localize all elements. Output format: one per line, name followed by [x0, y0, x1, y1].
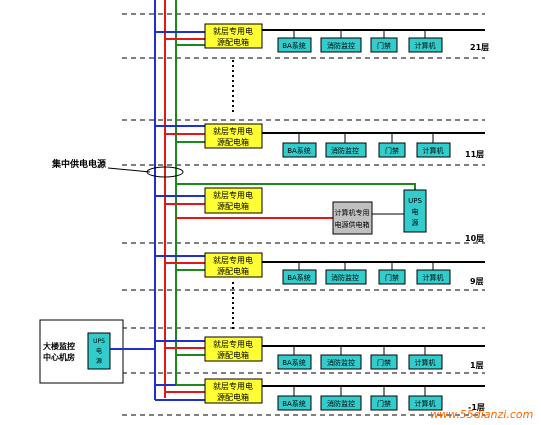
floor-box-label-1: 就层专用电 [213, 26, 253, 36]
ups-label-3: 源 [412, 218, 419, 227]
device-computer-label: 计算机 [415, 399, 436, 408]
floor-label: 10层 [465, 234, 484, 243]
device-ba [277, 395, 312, 411]
computer-box-label-1: 计算机专用 [335, 208, 370, 217]
device-fire [320, 354, 362, 370]
svg-text:源: 源 [96, 357, 102, 365]
floor-box-label-2: 源配电箱 [217, 350, 249, 360]
device-ba [277, 354, 312, 370]
device-ba [277, 37, 312, 53]
device-ba-label: BA系统 [282, 41, 306, 50]
svg-text:电: 电 [96, 347, 102, 355]
control-room-label-1: 大楼监控 [43, 341, 75, 351]
device-fire-label: 消防监控 [327, 41, 355, 50]
device-access [378, 142, 406, 158]
device-access-label: 门禁 [377, 358, 391, 367]
device-fire [325, 269, 367, 285]
device-access-label: 门禁 [377, 41, 391, 50]
floor-box-label-2: 源配电箱 [217, 37, 249, 47]
ups-box-control [87, 332, 111, 370]
floor-separators [122, 13, 485, 416]
floor-box-label-1: 就层专用电 [213, 190, 253, 200]
device-access [370, 395, 398, 411]
watermark: www.55dianzi.com [430, 408, 533, 421]
device-access-label: 门禁 [377, 399, 391, 408]
floor-box-label-2: 源配电箱 [217, 392, 249, 402]
device-fire [320, 37, 362, 53]
device-computer-label: 计算机 [423, 146, 444, 155]
device-ba [282, 269, 317, 285]
device-ba-label: BA系统 [287, 273, 311, 282]
device-ba-label: BA系统 [282, 358, 306, 367]
device-fire-label: 消防监控 [327, 399, 355, 408]
floor-box [204, 336, 263, 362]
floor-box-label-2: 源配电箱 [217, 266, 249, 276]
device-access [370, 37, 398, 53]
floor-10: 就层专用电 源配电箱 计算机专用 电源供电箱 UPS 电 源 10层 [155, 183, 484, 243]
device-computer-label: 计算机 [415, 41, 436, 50]
control-room-label-2: 中心机房 [43, 352, 75, 362]
floor-label: 1层 [470, 361, 484, 370]
device-computer [408, 37, 443, 53]
device-fire [320, 395, 362, 411]
svg-text:UPS: UPS [93, 338, 105, 345]
floor-box-label-2: 源配电箱 [217, 201, 249, 211]
device-fire-label: 消防监控 [327, 358, 355, 367]
device-ba-label: BA系统 [282, 399, 306, 408]
floor-box-label-2: 源配电箱 [217, 137, 249, 147]
floor-label: -1层 [468, 403, 485, 412]
floor-21: 就层专用电 源配电箱 BA系统 消防监控 门禁 计算机 21层 [155, 23, 489, 53]
device-fire-label: 消防监控 [331, 273, 359, 282]
floor-box [204, 123, 263, 149]
device-computer-label: 计算机 [415, 358, 436, 367]
ups-label-2: 电 [412, 207, 419, 216]
floor-box [204, 252, 263, 278]
floor-1: 就层专用电 源配电箱 BA系统 消防监控 门禁 计算机 1层 [155, 336, 485, 370]
device-fire [325, 142, 367, 158]
floor-label: 11层 [465, 150, 484, 159]
device-access-label: 门禁 [385, 273, 399, 282]
bus-label: 集中供电电源 [51, 158, 106, 170]
device-fire-label: 消防监控 [331, 146, 359, 155]
floor-box-label-1: 就层专用电 [213, 126, 253, 136]
floor-box [204, 23, 263, 49]
floor-box-label-1: 就层专用电 [213, 339, 253, 349]
device-computer [408, 354, 443, 370]
floor-11: 就层专用电 源配电箱 BA系统 消防监控 门禁 计算机 11层 [155, 123, 485, 159]
bus-pointer [107, 167, 151, 173]
floor-box [204, 187, 263, 214]
floor-label: 9层 [470, 277, 484, 286]
ups-label-1: UPS [408, 197, 422, 205]
floor-minus-1: 就层专用电 源配电箱 BA系统 消防监控 门禁 计算机 -1层 [155, 378, 485, 412]
ups-box [403, 189, 427, 233]
computer-power-box [332, 201, 373, 235]
floor-9: 就层专用电 源配电箱 BA系统 消防监控 门禁 计算机 9层 [155, 252, 485, 286]
control-room: 大楼监控 中心机房 UPS 电 源 [39, 319, 155, 384]
device-ba-label: BA系统 [287, 146, 311, 155]
device-computer [416, 269, 451, 285]
device-computer [416, 142, 451, 158]
computer-box-label-2: 电源供电箱 [335, 220, 370, 229]
floor-box [204, 378, 263, 404]
device-access-label: 门禁 [385, 146, 399, 155]
device-access [370, 354, 398, 370]
device-access [378, 269, 406, 285]
device-ba [282, 142, 317, 158]
device-computer [408, 395, 443, 411]
floor-box-label-1: 就层专用电 [213, 381, 253, 391]
device-computer-label: 计算机 [423, 273, 444, 282]
floor-label: 21层 [470, 43, 489, 52]
floor-box-label-1: 就层专用电 [213, 255, 253, 265]
